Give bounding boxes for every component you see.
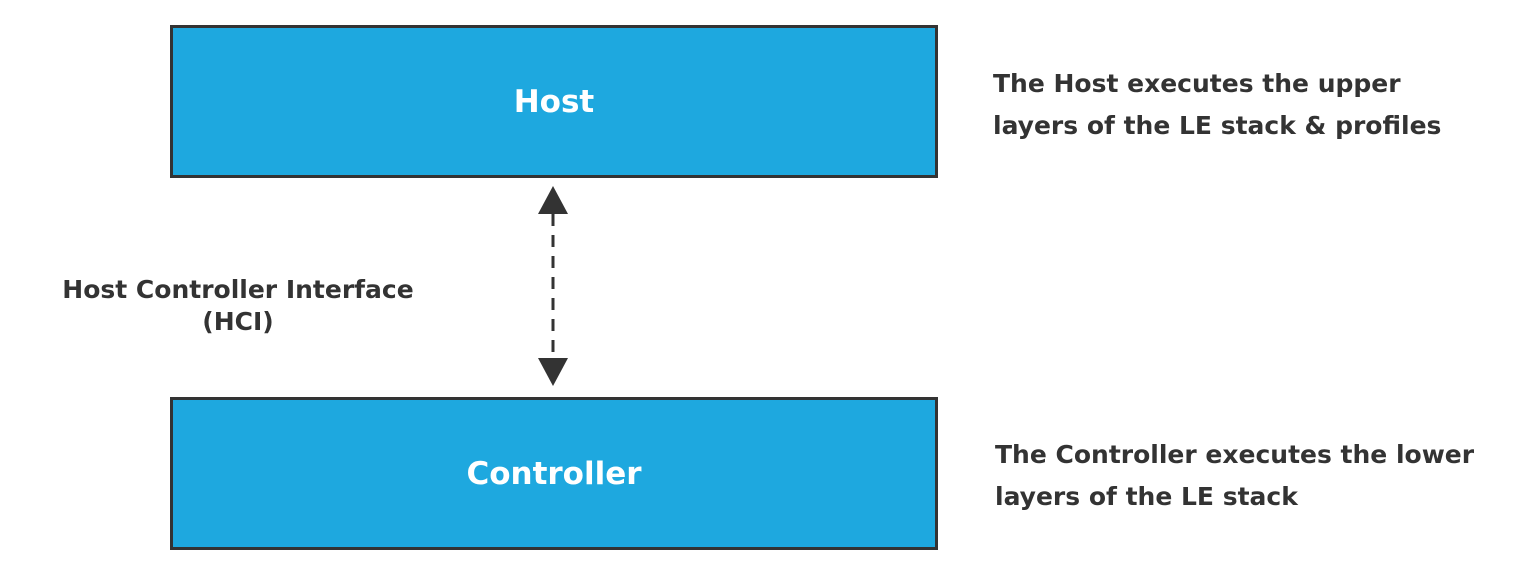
host-description: The Host executes the upper layers of th… xyxy=(993,63,1441,147)
controller-description: The Controller executes the lower layers… xyxy=(995,434,1474,518)
host-description-line-2: layers of the LE stack & profiles xyxy=(993,111,1442,140)
host-description-line-1: The Host executes the upper xyxy=(993,69,1401,98)
host-label: Host xyxy=(513,83,595,120)
hci-label-line-1: Host Controller Interface xyxy=(62,275,414,304)
hci-label-line-2: (HCI) xyxy=(202,307,274,336)
arrow-head-down xyxy=(538,358,568,386)
controller-label: Controller xyxy=(466,455,642,492)
controller-box: Controller xyxy=(170,397,938,550)
controller-description-line-2: layers of the LE stack xyxy=(995,482,1298,511)
host-box: Host xyxy=(170,25,938,178)
bidirectional-dashed-arrow-icon xyxy=(538,186,568,386)
controller-description-line-1: The Controller executes the lower xyxy=(995,440,1475,469)
hci-label: Host Controller Interface (HCI) xyxy=(38,274,438,338)
arrow-head-up xyxy=(538,186,568,214)
